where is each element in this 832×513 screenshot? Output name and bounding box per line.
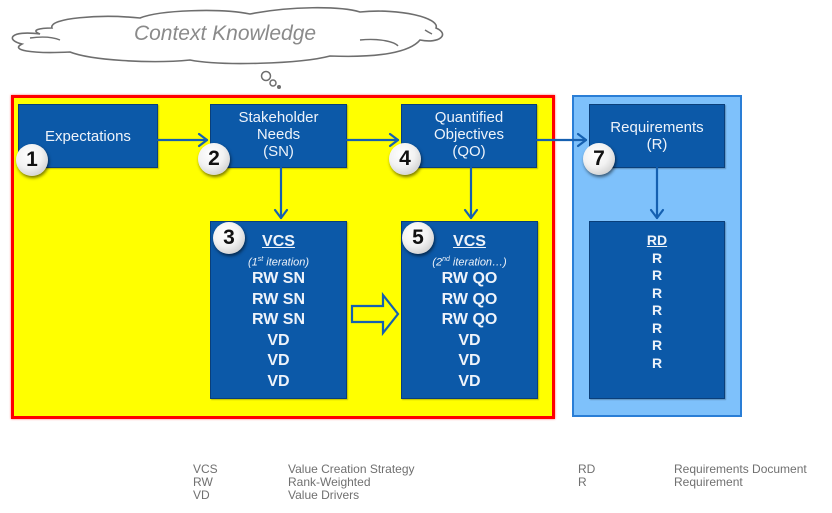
legend-abbr: RD xyxy=(578,462,596,476)
quantified-objectives-line-2: Objectives xyxy=(433,126,505,143)
vcs2-item: VD xyxy=(458,372,481,390)
vcs1-item: RW SN xyxy=(251,311,306,329)
requirements-line-1: Requirements xyxy=(610,119,704,136)
legend-right-abbr: RD R xyxy=(578,463,595,489)
legend-left-abbr: VCS RW VD xyxy=(193,463,218,502)
rd-item: R xyxy=(651,284,663,301)
legend-meaning: Requirement xyxy=(674,475,743,489)
rd-header: RD xyxy=(646,232,668,248)
thought-bubble-medium xyxy=(269,79,277,87)
legend-abbr: RW xyxy=(193,475,213,489)
legend-left-meaning: Value Creation Strategy Rank-Weighted Va… xyxy=(288,463,415,502)
step-badge-5: 5 xyxy=(402,222,434,254)
vcs2-item: RW QO xyxy=(441,311,498,329)
cloud-label: Context Knowledge xyxy=(133,22,317,45)
requirements-line-2: (R) xyxy=(646,136,668,153)
legend-meaning: Requirements Document xyxy=(674,462,807,476)
step-badge-3: 3 xyxy=(213,222,245,254)
rd-item: R xyxy=(651,249,663,266)
quantified-objectives-line-3: (QO) xyxy=(452,143,486,160)
legend-meaning: Value Drivers xyxy=(288,488,360,502)
rd-item: R xyxy=(651,302,663,318)
stakeholder-needs-line-1: Stakeholder xyxy=(238,109,319,126)
rd-item: R xyxy=(651,354,663,371)
thought-bubble-large xyxy=(260,70,272,82)
vcs2-header: VCS xyxy=(453,233,486,250)
rd-item: R xyxy=(651,267,663,283)
step-badge-2: 2 xyxy=(198,143,230,175)
legend-right-meaning: Requirements Document Requirement xyxy=(674,463,807,489)
requirements-document-box: RD R R R R R R R xyxy=(589,221,725,399)
quantified-objectives-box: Quantified Objectives (QO) xyxy=(401,104,537,168)
legend-meaning: Rank-Weighted xyxy=(288,475,371,489)
vcs2-item: VD xyxy=(458,352,481,370)
vcs1-item: VD xyxy=(267,372,290,390)
expectations-label: Expectations xyxy=(45,128,131,145)
vcs2-item: VD xyxy=(458,331,481,349)
step-badge-1: 1 xyxy=(16,144,48,176)
stakeholder-needs-box: Stakeholder Needs (SN) xyxy=(210,104,347,168)
quantified-objectives-line-1: Quantified xyxy=(434,109,504,126)
step-badge-4: 4 xyxy=(389,143,421,175)
vcs1-subtitle: (1st iteration) xyxy=(247,255,310,269)
stakeholder-needs-line-3: (SN) xyxy=(263,143,294,160)
context-knowledge-cloud xyxy=(11,6,444,89)
rd-item: R xyxy=(651,319,663,336)
vcs1-item: VD xyxy=(267,352,290,370)
vcs2-item: RW QO xyxy=(441,290,498,308)
thought-bubble-small xyxy=(277,85,281,89)
step-badge-7: 7 xyxy=(583,143,615,175)
legend-meaning: Value Creation Strategy xyxy=(288,462,415,476)
rd-item: R xyxy=(651,337,663,353)
legend-abbr: VD xyxy=(193,488,210,502)
legend-abbr: VCS xyxy=(193,462,218,476)
cloud-outline xyxy=(11,6,444,65)
legend-abbr: R xyxy=(578,475,587,489)
vcs1-header: VCS xyxy=(262,233,295,250)
vcs2-item: RW QO xyxy=(441,270,498,288)
vcs1-item: VD xyxy=(267,331,290,349)
stakeholder-needs-line-2: Needs xyxy=(256,126,301,143)
vcs2-subtitle: (2nd iteration…) xyxy=(432,255,507,269)
vcs1-item: RW SN xyxy=(251,270,306,288)
vcs1-item: RW SN xyxy=(251,290,306,308)
